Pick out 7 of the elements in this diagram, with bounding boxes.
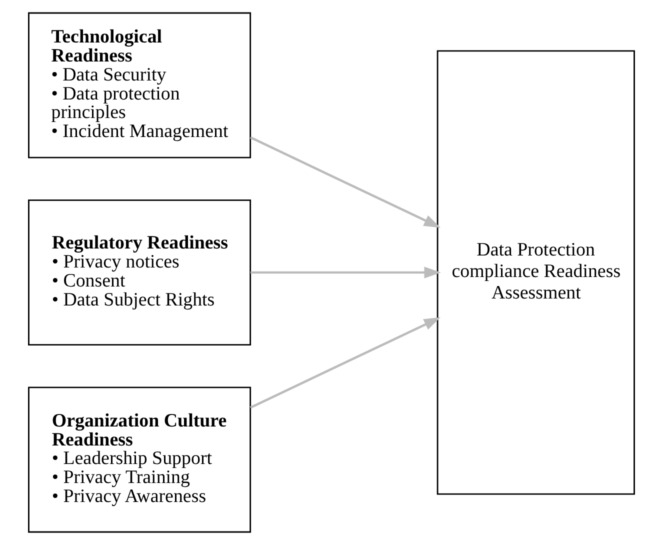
arrow [249, 317, 440, 409]
node-box: Data Protection compliance Readiness Assessment [436, 50, 634, 495]
node-box: Organization Culture Readiness • Leadership Support • Privacy Training • Privacy Awareness [28, 386, 251, 533]
node-box: Technological Readiness • Data Security • Data protection principles • Incident Management [28, 12, 251, 158]
arrow [249, 136, 440, 228]
node-box: Regulatory Readiness • Privacy notices • Consent • Data Subject Rights [28, 200, 251, 346]
arrow [250, 266, 440, 278]
